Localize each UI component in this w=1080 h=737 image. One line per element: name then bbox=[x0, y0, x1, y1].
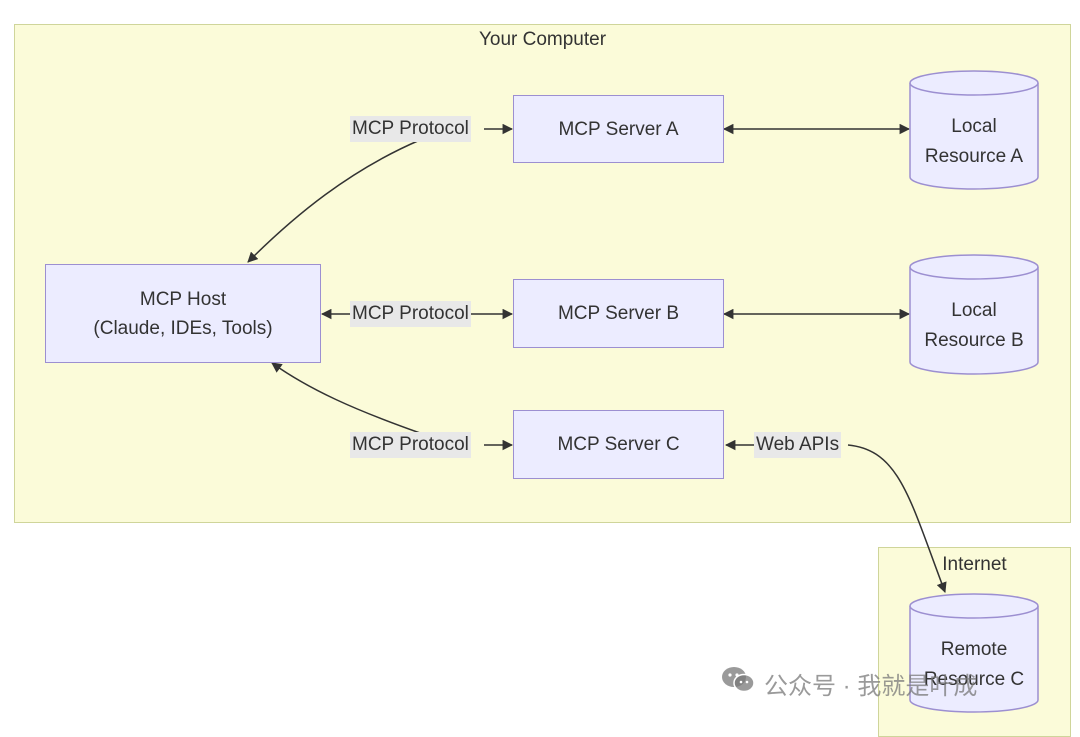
node-mcp-host: MCP Host (Claude, IDEs, Tools) bbox=[45, 264, 321, 363]
resource-a-line2: Resource A bbox=[924, 146, 1024, 167]
mcp-server-b-label: MCP Server B bbox=[557, 303, 680, 324]
mcp-host-subtitle: (Claude, IDEs, Tools) bbox=[93, 317, 273, 339]
cylinder-resource-b bbox=[909, 254, 1039, 375]
watermark: 公众号 · 我就是叶成 bbox=[720, 665, 977, 702]
cylinder-resource-c bbox=[909, 593, 1039, 713]
resource-c-line2: Resource C bbox=[923, 669, 1025, 690]
mcp-server-c-label: MCP Server C bbox=[557, 434, 680, 455]
node-mcp-server-b: MCP Server B bbox=[513, 279, 724, 348]
edge-host-server-c bbox=[272, 363, 512, 445]
edge-label-protocol-c: MCP Protocol bbox=[350, 432, 471, 458]
watermark-text: 公众号 · 我就是叶成 bbox=[764, 673, 978, 700]
wechat-icon bbox=[720, 665, 756, 702]
resource-a-label: Local Resource A bbox=[910, 112, 1038, 172]
resource-b-line2: Resource B bbox=[924, 330, 1024, 351]
resource-a-line1: Local bbox=[951, 116, 997, 137]
node-mcp-server-c: MCP Server C bbox=[513, 410, 724, 479]
resource-c-line1: Remote bbox=[940, 639, 1008, 660]
cluster-title-internet: Internet bbox=[942, 554, 1007, 575]
cylinder-resource-a bbox=[909, 70, 1039, 190]
node-mcp-server-a: MCP Server A bbox=[513, 95, 724, 163]
resource-c-label: Remote Resource C bbox=[910, 635, 1038, 695]
edge-label-web-apis: Web APIs bbox=[754, 432, 842, 458]
mcp-host-title: MCP Host bbox=[139, 288, 227, 310]
mcp-server-a-label: MCP Server A bbox=[558, 118, 679, 140]
edge-label-protocol-b: MCP Protocol bbox=[350, 301, 471, 327]
edge-label-protocol-a: MCP Protocol bbox=[350, 116, 471, 142]
resource-b-label: Local Resource B bbox=[910, 296, 1038, 356]
cluster-title-your-computer: Your Computer bbox=[478, 29, 607, 50]
edge-server-c-resource-c bbox=[726, 445, 945, 592]
edge-host-server-a bbox=[248, 129, 512, 262]
resource-b-line1: Local bbox=[951, 300, 997, 321]
